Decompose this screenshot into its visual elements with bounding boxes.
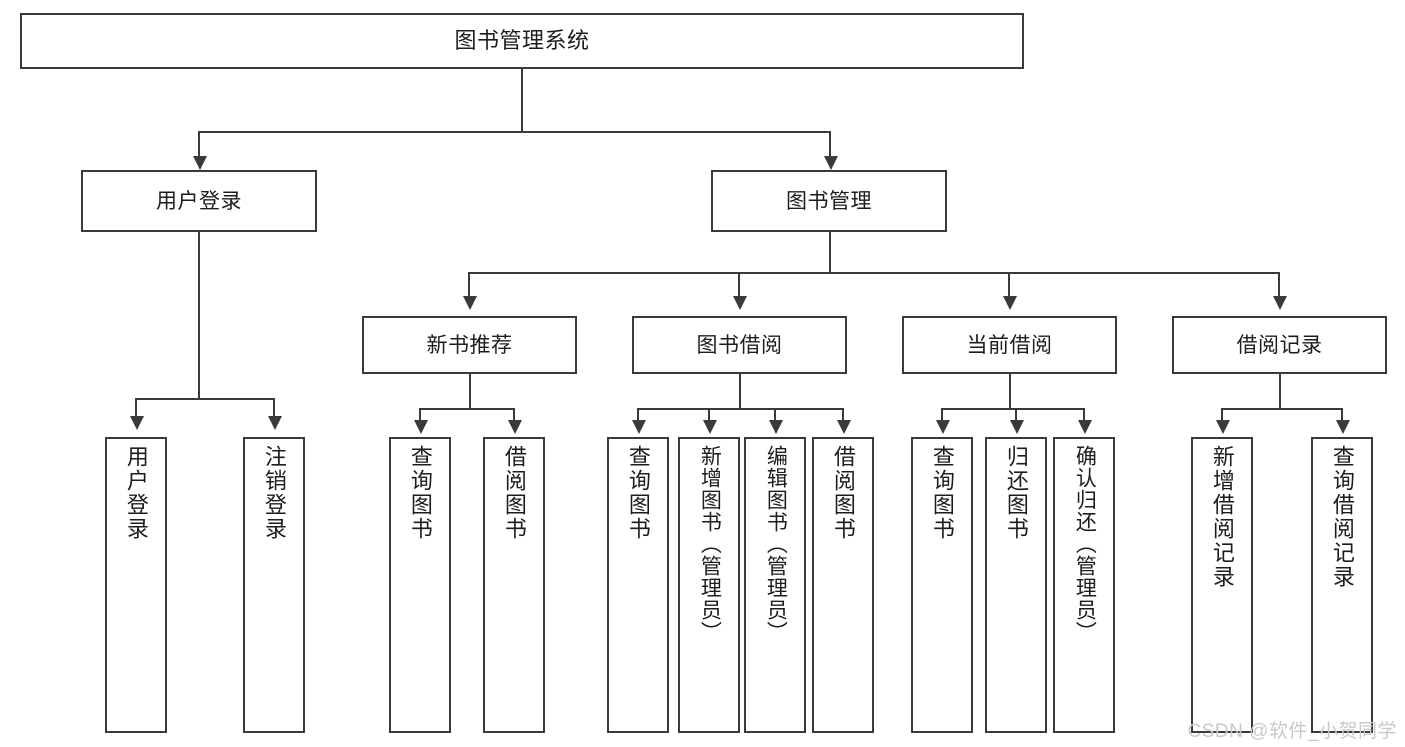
connector-book-borrow-arrowhead: [703, 420, 717, 434]
connector-book-manage-arrowhead: [1273, 296, 1287, 310]
connector-root-drop: [198, 131, 200, 156]
node-leaf-return-book-label: 归还图书: [1003, 445, 1029, 541]
connector-book-borrow-arrowhead: [837, 420, 851, 434]
connector-current-borrow-arrowhead: [1010, 420, 1024, 434]
connector-borrow-record-bus: [1221, 408, 1341, 410]
csdn-watermark: CSDN @软件_小贺同学: [1187, 721, 1397, 742]
connector-current-borrow-stem: [1009, 374, 1011, 408]
node-book-borrow[interactable]: 图书借阅: [632, 316, 847, 374]
connector-root-arrowhead: [824, 156, 838, 170]
node-leaf-return-book[interactable]: 归还图书: [985, 437, 1047, 733]
node-current-borrow-label: 当前借阅: [966, 333, 1053, 357]
connector-current-borrow-bus: [941, 408, 1083, 410]
connector-user-login-drop: [135, 398, 137, 420]
connector-new-book-recommend-drop: [513, 408, 515, 420]
node-leaf-user-logout-label: 注销登录: [261, 445, 287, 541]
connector-book-manage-drop: [468, 272, 470, 296]
node-leaf-borrow-book-2[interactable]: 借阅图书: [812, 437, 874, 733]
connector-borrow-record-drop: [1221, 408, 1223, 420]
node-leaf-query-book-1[interactable]: 查询图书: [389, 437, 451, 733]
node-leaf-user-logout[interactable]: 注销登录: [243, 437, 305, 733]
node-user-login-label: 用户登录: [156, 189, 242, 213]
node-book-borrow-label: 图书借阅: [696, 333, 783, 357]
connector-new-book-recommend-arrowhead: [414, 420, 428, 434]
node-leaf-query-book-2[interactable]: 查询图书: [607, 437, 669, 733]
connector-new-book-recommend-arrowhead: [508, 420, 522, 434]
node-borrow-record-label: 借阅记录: [1236, 333, 1323, 357]
node-leaf-query-record[interactable]: 查询借阅记录: [1311, 437, 1373, 733]
connector-root-bus: [198, 131, 830, 133]
node-leaf-add-book-label: 新增图书（管理员）: [698, 445, 722, 643]
connector-root-stem: [521, 69, 523, 131]
connector-user-login-bus: [135, 398, 273, 400]
connector-book-manage-stem: [829, 232, 831, 272]
connector-user-login-arrowhead: [130, 416, 144, 430]
connector-book-borrow-drop: [708, 408, 710, 420]
connector-root-drop: [829, 131, 831, 156]
connector-new-book-recommend-stem: [469, 374, 471, 408]
node-leaf-user-login-label: 用户登录: [123, 445, 149, 541]
node-leaf-add-book[interactable]: 新增图书（管理员）: [678, 437, 740, 733]
connector-borrow-record-arrowhead: [1216, 420, 1230, 434]
connector-book-borrow-drop: [774, 408, 776, 420]
node-leaf-edit-book[interactable]: 编辑图书（管理员）: [744, 437, 806, 733]
connector-user-login-drop: [273, 398, 275, 420]
connector-borrow-record-stem: [1279, 374, 1281, 408]
node-current-borrow[interactable]: 当前借阅: [902, 316, 1117, 374]
connector-current-borrow-arrowhead: [936, 420, 950, 434]
node-leaf-user-login[interactable]: 用户登录: [105, 437, 167, 733]
node-borrow-record[interactable]: 借阅记录: [1172, 316, 1387, 374]
node-leaf-add-record[interactable]: 新增借阅记录: [1191, 437, 1253, 733]
connector-root-arrowhead: [193, 156, 207, 170]
node-leaf-borrow-book-1-label: 借阅图书: [501, 445, 527, 541]
connector-current-borrow-arrowhead: [1078, 420, 1092, 434]
node-book-manage-label: 图书管理: [786, 189, 872, 213]
connector-new-book-recommend-bus: [419, 408, 513, 410]
node-new-book-recommend[interactable]: 新书推荐: [362, 316, 577, 374]
connector-book-manage-drop: [738, 272, 740, 296]
connector-current-borrow-drop: [1015, 408, 1017, 420]
connector-book-manage-drop: [1278, 272, 1280, 296]
connector-book-borrow-drop: [637, 408, 639, 420]
node-leaf-query-book-2-label: 查询图书: [625, 445, 651, 541]
connector-user-login-arrowhead: [268, 416, 282, 430]
connector-book-manage-drop: [1008, 272, 1010, 296]
node-root-system[interactable]: 图书管理系统: [20, 13, 1024, 69]
connector-book-manage-arrowhead: [1003, 296, 1017, 310]
connector-book-borrow-arrowhead: [632, 420, 646, 434]
node-leaf-query-book-1-label: 查询图书: [407, 445, 433, 541]
node-leaf-borrow-book-2-label: 借阅图书: [830, 445, 856, 541]
node-leaf-confirm-return[interactable]: 确认归还（管理员）: [1053, 437, 1115, 733]
connector-user-login-stem: [198, 232, 200, 398]
node-leaf-query-record-label: 查询借阅记录: [1329, 445, 1355, 589]
node-leaf-borrow-book-1[interactable]: 借阅图书: [483, 437, 545, 733]
node-new-book-recommend-label: 新书推荐: [426, 333, 513, 357]
node-user-login[interactable]: 用户登录: [81, 170, 317, 232]
connector-borrow-record-arrowhead: [1336, 420, 1350, 434]
node-book-manage[interactable]: 图书管理: [711, 170, 947, 232]
connector-book-borrow-arrowhead: [769, 420, 783, 434]
node-leaf-add-record-label: 新增借阅记录: [1209, 445, 1235, 589]
connector-current-borrow-drop: [941, 408, 943, 420]
connector-book-borrow-bus: [637, 408, 842, 410]
node-leaf-edit-book-label: 编辑图书（管理员）: [764, 445, 788, 643]
node-root-system-label: 图书管理系统: [454, 28, 590, 53]
connector-book-borrow-drop: [842, 408, 844, 420]
connector-book-borrow-stem: [739, 374, 741, 408]
connector-borrow-record-drop: [1341, 408, 1343, 420]
connector-book-manage-bus: [468, 272, 1279, 274]
node-leaf-query-book-3[interactable]: 查询图书: [911, 437, 973, 733]
connector-book-manage-arrowhead: [733, 296, 747, 310]
connector-current-borrow-drop: [1083, 408, 1085, 420]
connector-book-manage-arrowhead: [463, 296, 477, 310]
connector-new-book-recommend-drop: [419, 408, 421, 420]
node-leaf-query-book-3-label: 查询图书: [929, 445, 955, 541]
node-leaf-confirm-return-label: 确认归还（管理员）: [1073, 445, 1097, 643]
